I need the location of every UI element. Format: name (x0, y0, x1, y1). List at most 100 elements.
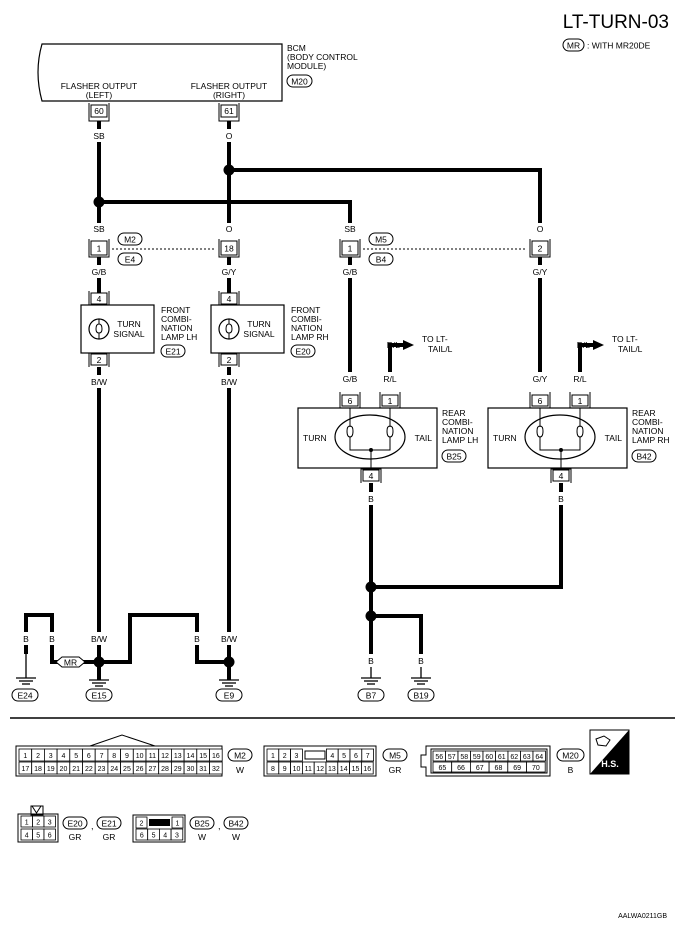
connector-pin: 20 (60, 766, 68, 773)
connector-pin: 10 (136, 753, 144, 760)
connector-pin: 64 (535, 754, 543, 761)
rear-lh-pin-tail: 1 (388, 396, 393, 406)
arrow-icon-rh (589, 340, 604, 350)
connector-pin: 29 (174, 766, 182, 773)
harness-side-icon: H.S. (589, 729, 630, 775)
flasher-left-label-2: (LEFT) (86, 90, 113, 100)
connector-pin: 4 (25, 832, 29, 839)
connector-pin: 26 (136, 766, 144, 773)
front-rh-name-2: COMBI- (291, 314, 322, 324)
b42-color: W (232, 832, 240, 842)
ground-names: E24 E15 E9 B7 B19 (11, 688, 435, 702)
mr-ground-badge: MR (55, 656, 86, 668)
wire-label-o-3: O (537, 224, 544, 234)
front-rh-pin-out: 2 (227, 355, 232, 365)
connector-pin: 4 (61, 753, 65, 760)
front-lamp-rh: 4 TURN SIGNAL 2 FRONT COMBI- NATION LAMP… (210, 291, 329, 367)
front-lh-name-4: LAMP LH (161, 332, 197, 342)
connector-pin: 9 (125, 753, 129, 760)
wire-label-gb-1: G/B (92, 267, 107, 277)
ground-e9: E9 (224, 691, 235, 701)
bcm-pin-60: 60 (94, 106, 104, 116)
junction-pin-1: 1 (97, 244, 102, 254)
connector-pin: 13 (328, 766, 336, 773)
to-tail-rh-1: TO LT- (612, 334, 638, 344)
connector-pin: 15 (352, 766, 360, 773)
connector-pin: 14 (340, 766, 348, 773)
connector-pin: 17 (21, 766, 29, 773)
rear-lamp-rh: 6 1 TURN TAIL 4 REAR COMBI- NATION LAMP … (487, 392, 670, 483)
connector-tag-m2: M2 (124, 235, 136, 245)
connector-pin: 31 (199, 766, 207, 773)
rear-lh-name-2: COMBI- (442, 417, 473, 427)
b25-color: W (198, 832, 206, 842)
front-lamp-lh: 4 TURN SIGNAL 2 FRONT COMBI- NATION LAMP… (80, 291, 197, 367)
bcm-connector-tag: M20 (291, 77, 308, 87)
connector-pin: 67 (476, 765, 484, 772)
connector-pin: 4 (330, 753, 334, 760)
ground-wire-label-6: B (368, 656, 374, 666)
connector-pin: 6 (140, 832, 144, 839)
connector-pin: 32 (212, 766, 220, 773)
e20-name: E20 (67, 819, 82, 829)
junction-pin-2: 2 (538, 244, 543, 254)
ground-e15: E15 (91, 691, 106, 701)
m5-name: M5 (389, 751, 401, 761)
front-lh-pin-in: 4 (97, 294, 102, 304)
connector-tag-m5: M5 (375, 235, 387, 245)
connector-pin: 25 (123, 766, 131, 773)
connector-pin: 2 (36, 819, 40, 826)
connector-pin: 68 (495, 765, 503, 772)
e20-color: GR (69, 832, 82, 842)
arrow-icon-lh (399, 340, 414, 350)
m5-color: GR (389, 765, 402, 775)
connector-pin: 19 (47, 766, 55, 773)
ground-wire-label-3: B/W (91, 634, 107, 644)
wire-label-sb-3: SB (344, 224, 356, 234)
rear-lh-name-4: LAMP LH (442, 435, 478, 445)
bcm-title-3: MODULE) (287, 61, 326, 71)
front-lh-name-3: NATION (161, 323, 192, 333)
connector-pin: 11 (305, 766, 312, 773)
m20-name: M20 (562, 751, 579, 761)
rear-rh-tail-label: TAIL (605, 433, 623, 443)
connector-pin: 3 (49, 753, 53, 760)
front-lh-line2: SIGNAL (113, 329, 144, 339)
connector-pin: 5 (36, 832, 40, 839)
rear-rh-name-3: NATION (632, 426, 663, 436)
wire-label-bw-1: B/W (91, 377, 107, 387)
rear-rh-name-1: REAR (632, 408, 656, 418)
connector-pin: 28 (161, 766, 169, 773)
front-rh-name-1: FRONT (291, 305, 320, 315)
ground-b19: B19 (413, 691, 428, 701)
ground-icons (16, 654, 431, 687)
bcm-title-2: (BODY CONTROL (287, 52, 358, 62)
rear-lh-conn: B25 (446, 452, 461, 462)
connector-pin: 56 (435, 754, 443, 761)
connector-pin: 69 (513, 765, 521, 772)
rear-rh-name-2: COMBI- (632, 417, 663, 427)
wire-label-gb-2: G/B (343, 267, 358, 277)
connector-pin: 61 (498, 754, 506, 761)
connector-pin: 14 (187, 753, 195, 760)
mr-badge-text: MR (64, 658, 77, 668)
front-rh-name-3: NATION (291, 323, 322, 333)
front-lh-name-1: FRONT (161, 305, 190, 315)
connector-pin: 24 (110, 766, 118, 773)
wire-label-gy-1: G/Y (222, 267, 237, 277)
rear-rh-turn-label: TURN (493, 433, 517, 443)
front-rh-name-4: LAMP RH (291, 332, 329, 342)
m20-color: B (568, 765, 574, 775)
connector-pin: 9 (283, 766, 287, 773)
wire-label-o-2: O (226, 224, 233, 234)
flasher-right-label-2: (RIGHT) (213, 90, 245, 100)
connector-pin: 18 (34, 766, 42, 773)
ground-wire-label-7: B (418, 656, 424, 666)
b25-name: B25 (194, 819, 209, 829)
wire-label-b-rear-lh: B (368, 494, 374, 504)
e21-color: GR (103, 832, 116, 842)
